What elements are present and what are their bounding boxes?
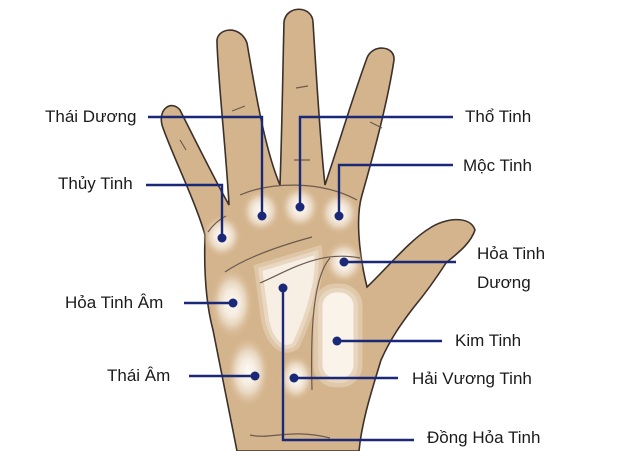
label-thuy-tinh: Thủy Tinh bbox=[58, 174, 133, 193]
leader-thai-duong bbox=[148, 115, 264, 216]
label-kim-tinh: Kim Tinh bbox=[455, 331, 522, 350]
leader-thuy-tinh bbox=[146, 183, 224, 238]
label-moc-tinh: Mộc Tinh bbox=[463, 156, 532, 175]
label-hoa-tinh-duong-line1: Hỏa Tinh bbox=[477, 244, 546, 263]
palm-lines bbox=[179, 85, 383, 439]
label-thai-am: Thái Âm bbox=[107, 366, 171, 385]
mount-dong-hoa-tinh bbox=[253, 244, 323, 353]
mount-thai-am bbox=[226, 336, 270, 408]
label-thai-duong: Thái Dương bbox=[45, 107, 137, 126]
label-dong-hoa-tinh: Đồng Hỏa Tinh bbox=[427, 428, 541, 447]
label-hai-vuong-tinh: Hải Vương Tinh bbox=[412, 369, 532, 388]
leader-dong-hoa-tinh bbox=[281, 288, 414, 442]
leader-moc-tinh bbox=[337, 163, 453, 216]
label-hoa-tinh-duong-line2: Dương bbox=[477, 273, 531, 292]
label-hoa-tinh-am: Hỏa Tinh Âm bbox=[65, 293, 164, 312]
mount-kim-tinh bbox=[313, 283, 363, 388]
mounts bbox=[202, 185, 364, 408]
leader-tho-tinh bbox=[298, 115, 453, 207]
leader-lines bbox=[146, 115, 456, 442]
label-tho-tinh: Thổ Tinh bbox=[465, 107, 532, 126]
mount-dots bbox=[217, 202, 349, 383]
